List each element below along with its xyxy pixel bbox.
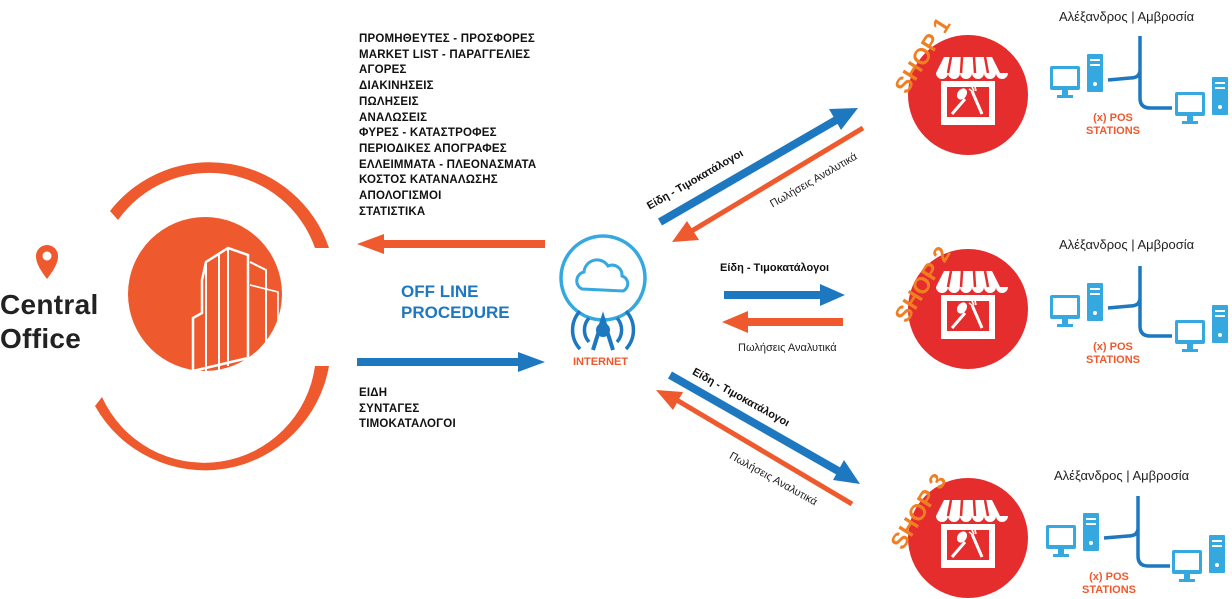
list-item: ΕΙΔΗ bbox=[359, 387, 388, 399]
pos-label-line2: STATIONS bbox=[1082, 584, 1136, 596]
pos-label-line2: STATIONS bbox=[1086, 354, 1140, 366]
building-icon bbox=[128, 217, 282, 373]
shop-3-location: Αλέξανδρος | Αμβροσία bbox=[1054, 468, 1190, 483]
arrow-to-shop3-blue bbox=[668, 371, 860, 484]
arrow-to-internet-blue bbox=[357, 352, 545, 372]
list-item: ΑΠΟΛΟΓΙΣΜΟΙ bbox=[359, 190, 442, 203]
desktop-computer-icon bbox=[1046, 525, 1076, 557]
list-item: ΕΛΛΕΙΜΜΑΤΑ - ΠΛΕΟΝΑΣΜΑΤΑ bbox=[359, 158, 537, 171]
flow-label-to-shop2: Είδη - Τιμοκατάλογοι bbox=[720, 262, 830, 274]
list-item: ΠΩΛΗΣΕΙΣ bbox=[359, 95, 419, 108]
list-item: ΠΕΡΙΟΔΙΚΕΣ ΑΠΟΓΡΑΦΕΣ bbox=[359, 142, 507, 155]
desktop-computer-icon bbox=[1083, 513, 1099, 551]
list-item: ΦΥΡΕΣ - ΚΑΤΑΣΤΡΟΦΕΣ bbox=[359, 127, 497, 140]
desktop-computer-icon bbox=[1087, 54, 1103, 92]
desktop-computer-icon bbox=[1212, 305, 1228, 343]
desktop-computer-icon bbox=[1172, 550, 1202, 582]
flow-label-from-shop2: Πωλήσεις Αναλυτικά bbox=[738, 342, 837, 354]
map-pin-icon bbox=[36, 245, 58, 279]
office-title-line2: Office bbox=[0, 323, 82, 354]
list-item: ΑΓΟΡΕΣ bbox=[359, 64, 407, 77]
list-item: ΤΙΜΟΚΑΤΑΛΟΓΟΙ bbox=[359, 418, 456, 431]
desktop-computer-icon bbox=[1050, 66, 1080, 98]
upload-data-list: ΠΡΟΜΗΘΕΥΤΕΣ - ΠΡΟΣΦΟΡΕΣ MARKET LIST - ΠΑ… bbox=[359, 32, 536, 220]
desktop-computer-icon bbox=[1175, 320, 1205, 352]
arrow-to-shop1-blue bbox=[657, 108, 858, 226]
desktop-computer-icon bbox=[1050, 295, 1080, 327]
list-item: ΠΡΟΜΗΘΕΥΤΕΣ - ΠΡΟΣΦΟΡΕΣ bbox=[359, 33, 535, 45]
pos-network-shop1 bbox=[1050, 36, 1228, 124]
pos-label-line1: (x) POS bbox=[1089, 571, 1129, 583]
arrow-from-shop3-orange bbox=[656, 390, 854, 507]
pos-label-line1: (x) POS bbox=[1093, 341, 1133, 353]
list-item: ΣΤΑΤΙΣΤΙΚΑ bbox=[359, 205, 426, 218]
pos-network-shop3 bbox=[1046, 496, 1225, 582]
office-title-line1: Central bbox=[0, 289, 99, 320]
shop-2-pos-label: (x) POS STATIONS bbox=[1073, 341, 1153, 367]
shop-1-location: Αλέξανδρος | Αμβροσία bbox=[1059, 9, 1195, 24]
arrow-from-internet-orange bbox=[357, 234, 545, 254]
shop-2-location: Αλέξανδρος | Αμβροσία bbox=[1059, 237, 1195, 252]
pos-label-line1: (x) POS bbox=[1093, 112, 1133, 124]
pos-label-line2: STATIONS bbox=[1086, 125, 1140, 137]
desktop-computer-icon bbox=[1209, 535, 1225, 573]
office-ring bbox=[95, 162, 329, 471]
pos-network-shop2 bbox=[1050, 266, 1228, 352]
offline-procedure-label: OFF LINE PROCEDURE bbox=[401, 281, 510, 323]
central-office-title: Central Office bbox=[0, 288, 99, 356]
shop-3-pos-label: (x) POS STATIONS bbox=[1069, 571, 1149, 597]
wifi-antenna-icon bbox=[570, 309, 636, 351]
list-item: ΔΙΑΚΙΝΗΣΕΙΣ bbox=[359, 80, 434, 93]
internet-label: INTERNET bbox=[573, 356, 628, 368]
arrow-from-shop1-orange bbox=[672, 125, 865, 242]
download-data-list: ΕΙΔΗ ΣΥΝΤΑΓΕΣ ΤΙΜΟΚΑΤΑΛΟΓΟΙ bbox=[359, 386, 456, 433]
shop-1-pos-label: (x) POS STATIONS bbox=[1073, 112, 1153, 138]
offline-line2: PROCEDURE bbox=[401, 303, 510, 322]
arrow-to-shop2-blue bbox=[724, 284, 845, 306]
desktop-computer-icon bbox=[1175, 92, 1205, 124]
list-item: MARKET LIST - ΠΑΡΑΓΓΕΛΙΕΣ bbox=[359, 48, 531, 61]
desktop-computer-icon bbox=[1087, 283, 1103, 321]
list-item: ΑΝΑΛΩΣΕΙΣ bbox=[359, 111, 428, 124]
list-item: ΣΥΝΤΑΓΕΣ bbox=[359, 402, 420, 415]
arrow-from-shop2-orange bbox=[722, 311, 843, 333]
offline-line1: OFF LINE bbox=[401, 282, 479, 301]
desktop-computer-icon bbox=[1212, 77, 1228, 115]
cloud-icon bbox=[559, 234, 647, 322]
list-item: ΚΟΣΤΟΣ ΚΑΤΑΝΑΛΩΣΗΣ bbox=[359, 174, 498, 187]
